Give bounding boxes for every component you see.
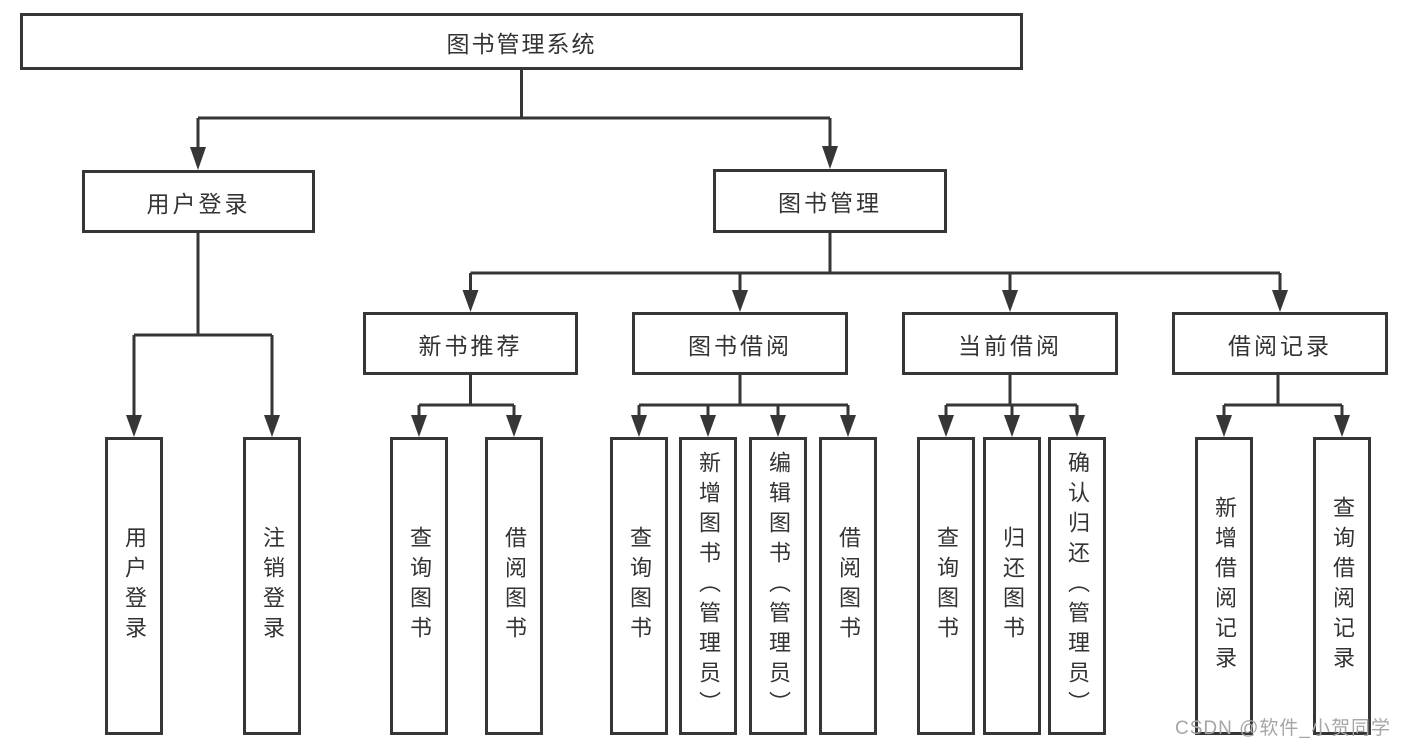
leaf-query-borrow-record: 查询借阅记录 <box>1313 437 1371 735</box>
node-new-book-recommend: 新书推荐 <box>363 312 578 375</box>
node-book-management: 图书管理 <box>713 169 947 233</box>
node-current-borrow: 当前借阅 <box>902 312 1118 375</box>
leaf-query-book-1: 查询图书 <box>390 437 448 735</box>
csdn-watermark: CSDN @软件_小贺同学 <box>1175 718 1391 739</box>
leaf-borrow-book-1: 借阅图书 <box>485 437 543 735</box>
leaf-logout: 注销登录 <box>243 437 301 735</box>
node-borrow-record: 借阅记录 <box>1172 312 1388 375</box>
leaf-return-book: 归还图书 <box>983 437 1041 735</box>
leaf-add-book-admin: 新增图书（管理员） <box>679 437 737 735</box>
leaf-add-borrow-record: 新增借阅记录 <box>1195 437 1253 735</box>
node-user-login: 用户登录 <box>82 170 315 233</box>
node-book-borrow: 图书借阅 <box>632 312 848 375</box>
leaf-user-login: 用户登录 <box>105 437 163 735</box>
leaf-query-book-3: 查询图书 <box>917 437 975 735</box>
leaf-query-book-2: 查询图书 <box>610 437 668 735</box>
leaf-borrow-book-2: 借阅图书 <box>819 437 877 735</box>
leaf-confirm-return-admin: 确认归还（管理员） <box>1048 437 1106 735</box>
node-root-system: 图书管理系统 <box>20 13 1023 70</box>
leaf-edit-book-admin: 编辑图书（管理员） <box>749 437 807 735</box>
